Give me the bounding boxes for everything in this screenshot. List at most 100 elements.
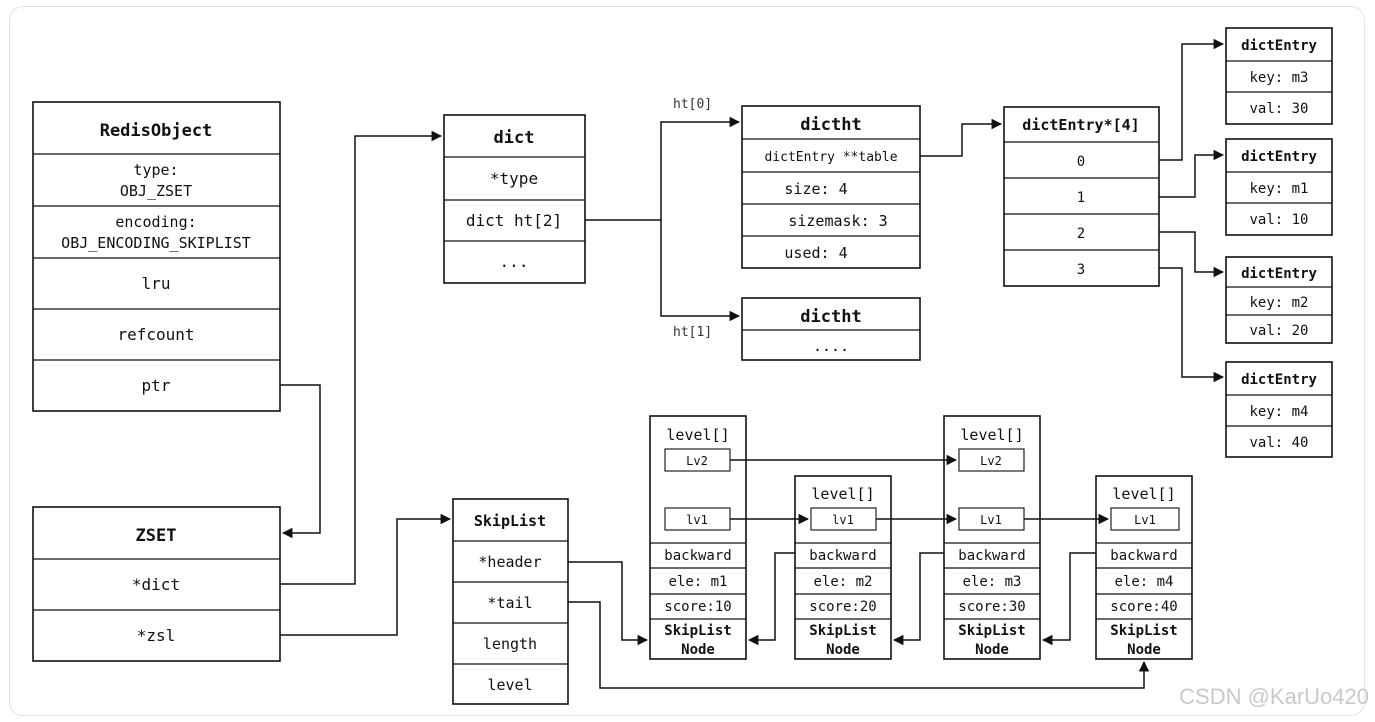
node-score-field: score:40 <box>1110 599 1177 615</box>
dict-entry-m3: dictEntry key: m3 val: 30 <box>1225 27 1333 125</box>
edge-bucket1-to-entry-m1 <box>1159 149 1225 198</box>
redis-object-lru: lru <box>142 274 171 293</box>
dict-entry-title: dictEntry <box>1241 372 1317 388</box>
node-name-line2: Node <box>681 642 715 658</box>
skiplist-level-field: level <box>487 676 532 694</box>
bucket-array-box: dictEntry*[4] 0 1 2 3 <box>1003 106 1160 287</box>
redis-object-type-label: type: <box>133 161 178 179</box>
bucket-slot-3: 3 <box>1077 262 1085 278</box>
edge-dict-to-ht1 <box>660 220 741 322</box>
edge-table-to-buckets <box>920 118 1003 157</box>
dict-more-field: ... <box>500 252 529 271</box>
dict-entry-title: dictEntry <box>1241 149 1317 165</box>
node-score-field: score:20 <box>809 599 876 615</box>
skiplist-node-m3: level[] Lv2 Lv1 backward ele: m3 score:3… <box>943 415 1041 660</box>
edge-ptr-to-zset <box>280 384 321 539</box>
skiplist-header-field: *header <box>478 553 541 571</box>
dict-entry-val: val: 20 <box>1249 323 1308 339</box>
dictht0-sizemask-field: sizemask: 3 <box>788 212 887 230</box>
ht1-label: ht[1] <box>673 325 712 340</box>
dictht1-box: dictht .... <box>741 297 921 361</box>
dictht0-title: dictht <box>800 115 861 135</box>
redis-object-title: RedisObject <box>100 121 213 141</box>
bucket-slot-1: 1 <box>1077 190 1085 206</box>
bucket-slot-0: 0 <box>1077 154 1085 170</box>
edge-bucket2-to-entry-m2 <box>1159 231 1225 278</box>
edge-zset-zsl-to-skiplist <box>280 513 452 636</box>
redis-object-encoding-label: encoding: <box>115 213 196 231</box>
node-ele-field: ele: m1 <box>668 574 727 590</box>
bucket-slot-2: 2 <box>1077 226 1085 242</box>
redis-object-refcount: refcount <box>117 325 194 344</box>
edge-dict-to-ht0 <box>585 116 741 221</box>
dict-entry-key: key: m4 <box>1249 404 1308 420</box>
dict-entry-key: key: m1 <box>1249 181 1308 197</box>
node-name-line1: SkipList <box>664 623 731 639</box>
node-backward-field: backward <box>1110 548 1177 564</box>
edge-header-to-node-m1 <box>568 561 649 646</box>
dict-ht-field: dict ht[2] <box>466 211 562 230</box>
zset-zsl-field: *zsl <box>137 626 176 645</box>
dictht0-table-field: dictEntry **table <box>764 150 897 165</box>
node-backward-field: backward <box>809 548 876 564</box>
zset-title: ZSET <box>136 526 177 546</box>
dictht0-size-field: size: 4 <box>784 180 847 198</box>
dictht1-more-field: .... <box>813 337 849 355</box>
ht0-label: ht[0] <box>673 97 712 112</box>
node-level-label: level[] <box>960 426 1023 444</box>
skiplist-title: SkipList <box>474 512 546 530</box>
redis-object-ptr: ptr <box>142 376 171 395</box>
node-level-slot-label: Lv1 <box>1134 513 1156 527</box>
skiplist-box: SkipList *header *tail length level <box>452 498 569 705</box>
dict-entry-m2: dictEntry key: m2 val: 20 <box>1225 256 1333 344</box>
skiplist-length-field: length <box>483 635 537 653</box>
dict-entry-key: key: m2 <box>1249 295 1308 311</box>
node-name-line1: SkipList <box>1110 623 1177 639</box>
node-level-slot-label: Lv2 <box>686 454 708 468</box>
node-level-slot <box>1110 507 1180 531</box>
dict-type-field: *type <box>490 169 538 188</box>
dict-entry-m1: dictEntry key: m1 val: 10 <box>1225 138 1333 236</box>
dictht0-used-field: used: 4 <box>784 244 847 262</box>
node-score-field: score:10 <box>664 599 731 615</box>
dictht1-title: dictht <box>800 307 861 327</box>
dict-entry-val: val: 10 <box>1249 212 1308 228</box>
node-ele-field: ele: m2 <box>813 574 872 590</box>
node-name-line2: Node <box>826 642 860 658</box>
edge-bucket0-to-entry-m3 <box>1159 38 1225 161</box>
skiplist-node-m4: level[] Lv1 backward ele: m4 score:40 Sk… <box>1095 475 1193 660</box>
node-name-line1: SkipList <box>958 623 1025 639</box>
edge-backward-m3-to-m2 <box>892 552 944 646</box>
dict-title: dict <box>494 128 535 148</box>
node-level-slot-label: Lv2 <box>980 454 1002 468</box>
node-level-label: level[] <box>666 426 729 444</box>
dict-entry-title: dictEntry <box>1241 266 1317 282</box>
zset-box: ZSET *dict *zsl <box>32 506 281 662</box>
node-backward-field: backward <box>664 548 731 564</box>
redis-object-box: RedisObject type: OBJ_ZSET encoding: OBJ… <box>32 101 281 412</box>
redis-object-encoding-value: OBJ_ENCODING_SKIPLIST <box>61 234 251 252</box>
edge-zset-dict-to-dict <box>280 130 443 585</box>
edge-backward-m4-to-m3 <box>1041 552 1096 646</box>
skiplist-node-m1: level[] Lv2 lv1 backward ele: m1 score:1… <box>649 415 747 660</box>
node-level-label: level[] <box>811 485 874 503</box>
dict-entry-val: val: 40 <box>1249 435 1308 451</box>
dictht0-box: dictht dictEntry **table size: 4 sizemas… <box>741 105 921 269</box>
dict-entry-m4: dictEntry key: m4 val: 40 <box>1225 361 1333 458</box>
node-ele-field: ele: m3 <box>962 574 1021 590</box>
node-level-slot <box>958 448 1025 472</box>
node-backward-field: backward <box>958 548 1025 564</box>
node-level-slot-label: lv1 <box>832 513 854 527</box>
node-name-line1: SkipList <box>809 623 876 639</box>
dict-entry-title: dictEntry <box>1241 38 1317 54</box>
node-level-slot-label: lv1 <box>686 513 708 527</box>
dict-box: dict *type dict ht[2] ... <box>443 114 586 284</box>
skiplist-tail-field: *tail <box>487 594 532 612</box>
dict-entry-val: val: 30 <box>1249 101 1308 117</box>
dict-entry-key: key: m3 <box>1249 70 1308 86</box>
edge-tail-to-node-m4 <box>568 601 1150 689</box>
node-level-slot-label: Lv1 <box>980 513 1002 527</box>
node-ele-field: ele: m4 <box>1114 574 1173 590</box>
edge-backward-m2-to-m1 <box>747 552 795 646</box>
